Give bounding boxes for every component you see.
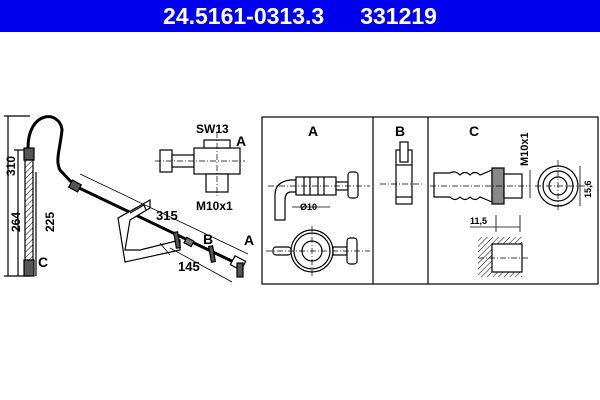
panel-a-label: A xyxy=(308,123,318,139)
dim-315: 315 xyxy=(156,208,178,223)
fitting-thread: M10x1 xyxy=(196,199,233,213)
panel-b-label: B xyxy=(395,123,405,139)
panel-b-drawing xyxy=(380,141,424,205)
panel-c-diameter: 15,6 xyxy=(583,180,593,198)
panel-a-diameter: Ø10 xyxy=(300,202,317,212)
fitting-label-a: A xyxy=(236,133,246,149)
panel-c-thread: M10x1 xyxy=(519,132,531,166)
wrench-size: SW13 xyxy=(196,122,229,136)
panel-a-drawing xyxy=(266,171,370,276)
panel-c-drawing xyxy=(430,160,592,277)
end-fitting-a xyxy=(229,254,247,278)
label-c-end: C xyxy=(38,254,48,270)
panel-c-label: C xyxy=(469,123,479,139)
dim-264: 264 xyxy=(9,212,23,232)
fitting-detail xyxy=(155,132,245,198)
panel-c-depth: 11,5 xyxy=(470,216,487,226)
title: 24.5161-0313.3 331219 xyxy=(0,0,600,32)
hose-curve xyxy=(26,115,241,267)
detail-panels-frame xyxy=(261,116,599,285)
bracket xyxy=(117,198,181,263)
ref-number: 331219 xyxy=(360,3,437,29)
part-number: 24.5161-0313.3 xyxy=(163,3,325,29)
label-b: B xyxy=(203,231,213,247)
dim-145: 145 xyxy=(178,259,200,274)
dim-310: 310 xyxy=(4,156,18,176)
header-bar xyxy=(0,0,600,32)
dim-225: 225 xyxy=(43,212,57,232)
label-a: A xyxy=(244,232,254,248)
hose-straight-section xyxy=(23,147,35,277)
